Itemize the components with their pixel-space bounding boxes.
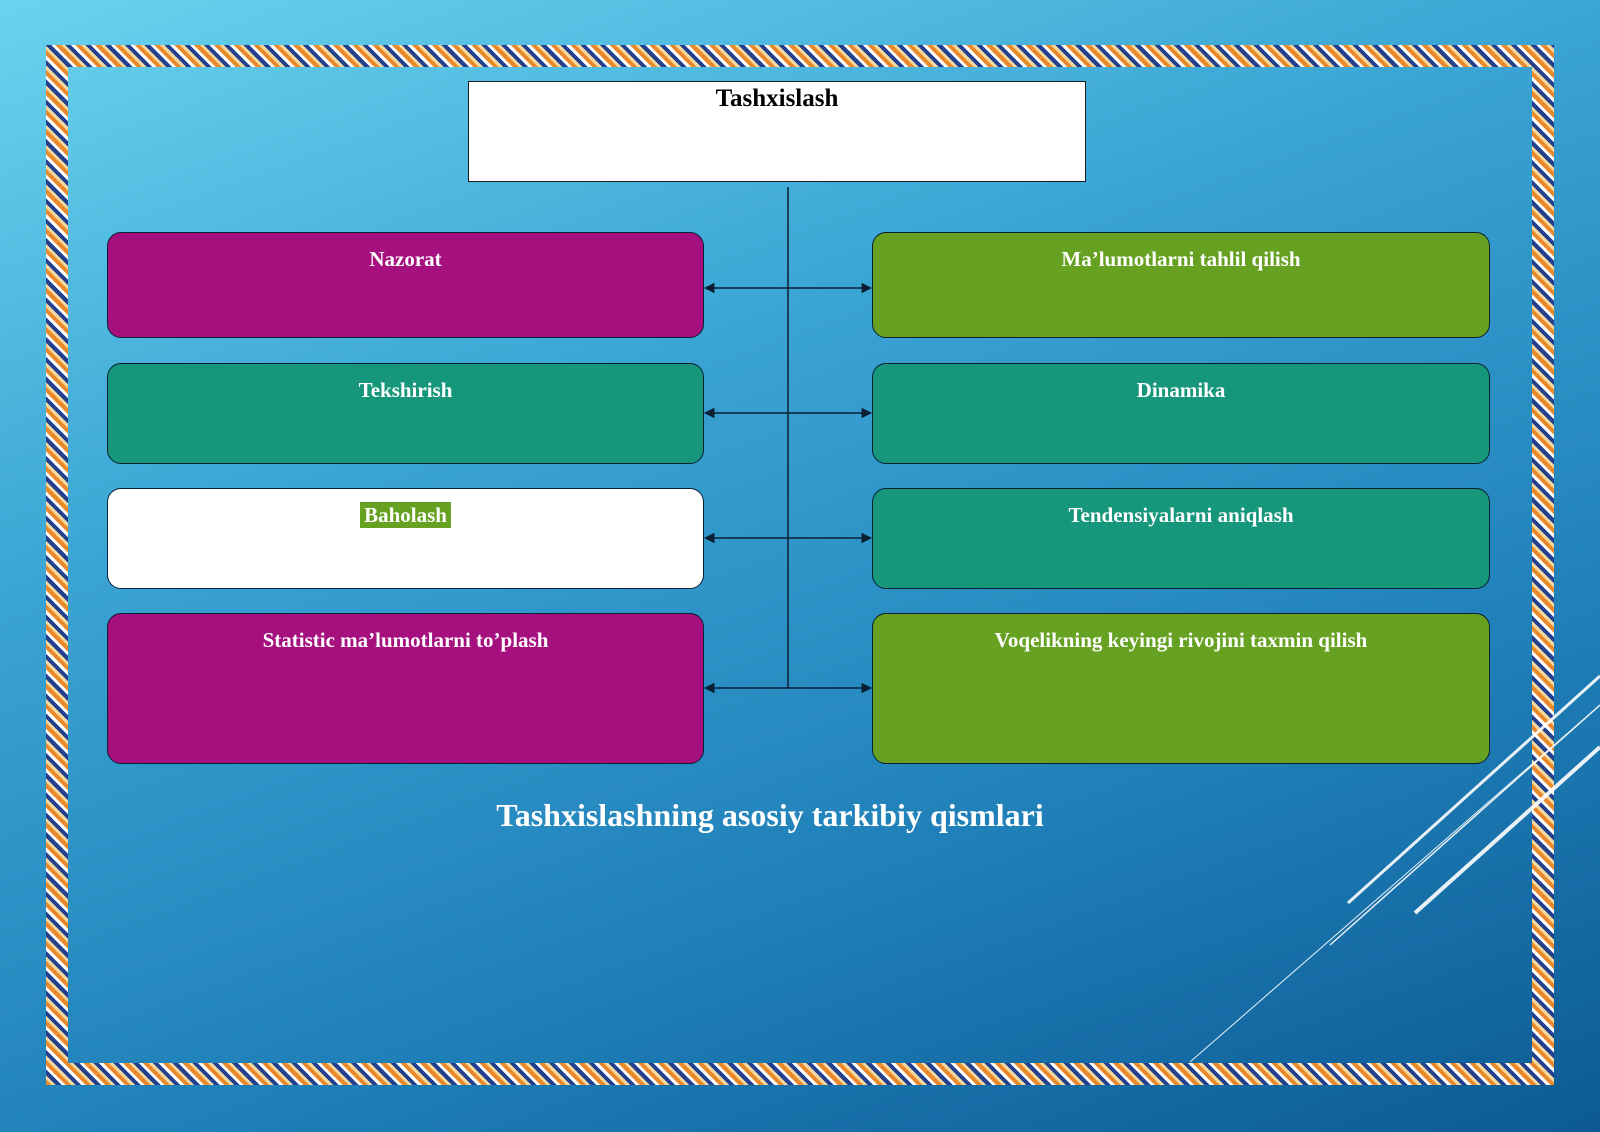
node-dinamika: Dinamika (872, 363, 1490, 464)
node-label: Tendensiyalarni aniqlash (1068, 503, 1294, 527)
node-tendensiya: Tendensiyalarni aniqlash (872, 488, 1490, 589)
root-node-label: Tashxislash (715, 85, 839, 112)
node-baholash: Baholash (107, 488, 704, 589)
node-label: Dinamika (1136, 378, 1226, 402)
node-nazorat: Nazorat (107, 232, 704, 338)
node-taxmin: Voqelikning keyingi rivojini taxmin qili… (872, 613, 1490, 764)
node-tahlil: Ma’lumotlarni tahlil qilish (872, 232, 1490, 338)
node-label: Baholash (360, 502, 451, 528)
node-label: Tekshirish (358, 378, 453, 402)
node-tekshirish: Tekshirish (107, 363, 704, 464)
node-label: Nazorat (369, 247, 442, 271)
node-label: Ma’lumotlarni tahlil qilish (1061, 247, 1301, 271)
node-label: Statistic ma’lumotlarni to’plash (262, 628, 549, 652)
node-statistic: Statistic ma’lumotlarni to’plash (107, 613, 704, 764)
node-label: Voqelikning keyingi rivojini taxmin qili… (994, 628, 1368, 652)
root-node: Tashxislash (468, 81, 1086, 182)
diagram-caption: Tashxislashning asosiy tarkibiy qismlari (496, 797, 1044, 833)
